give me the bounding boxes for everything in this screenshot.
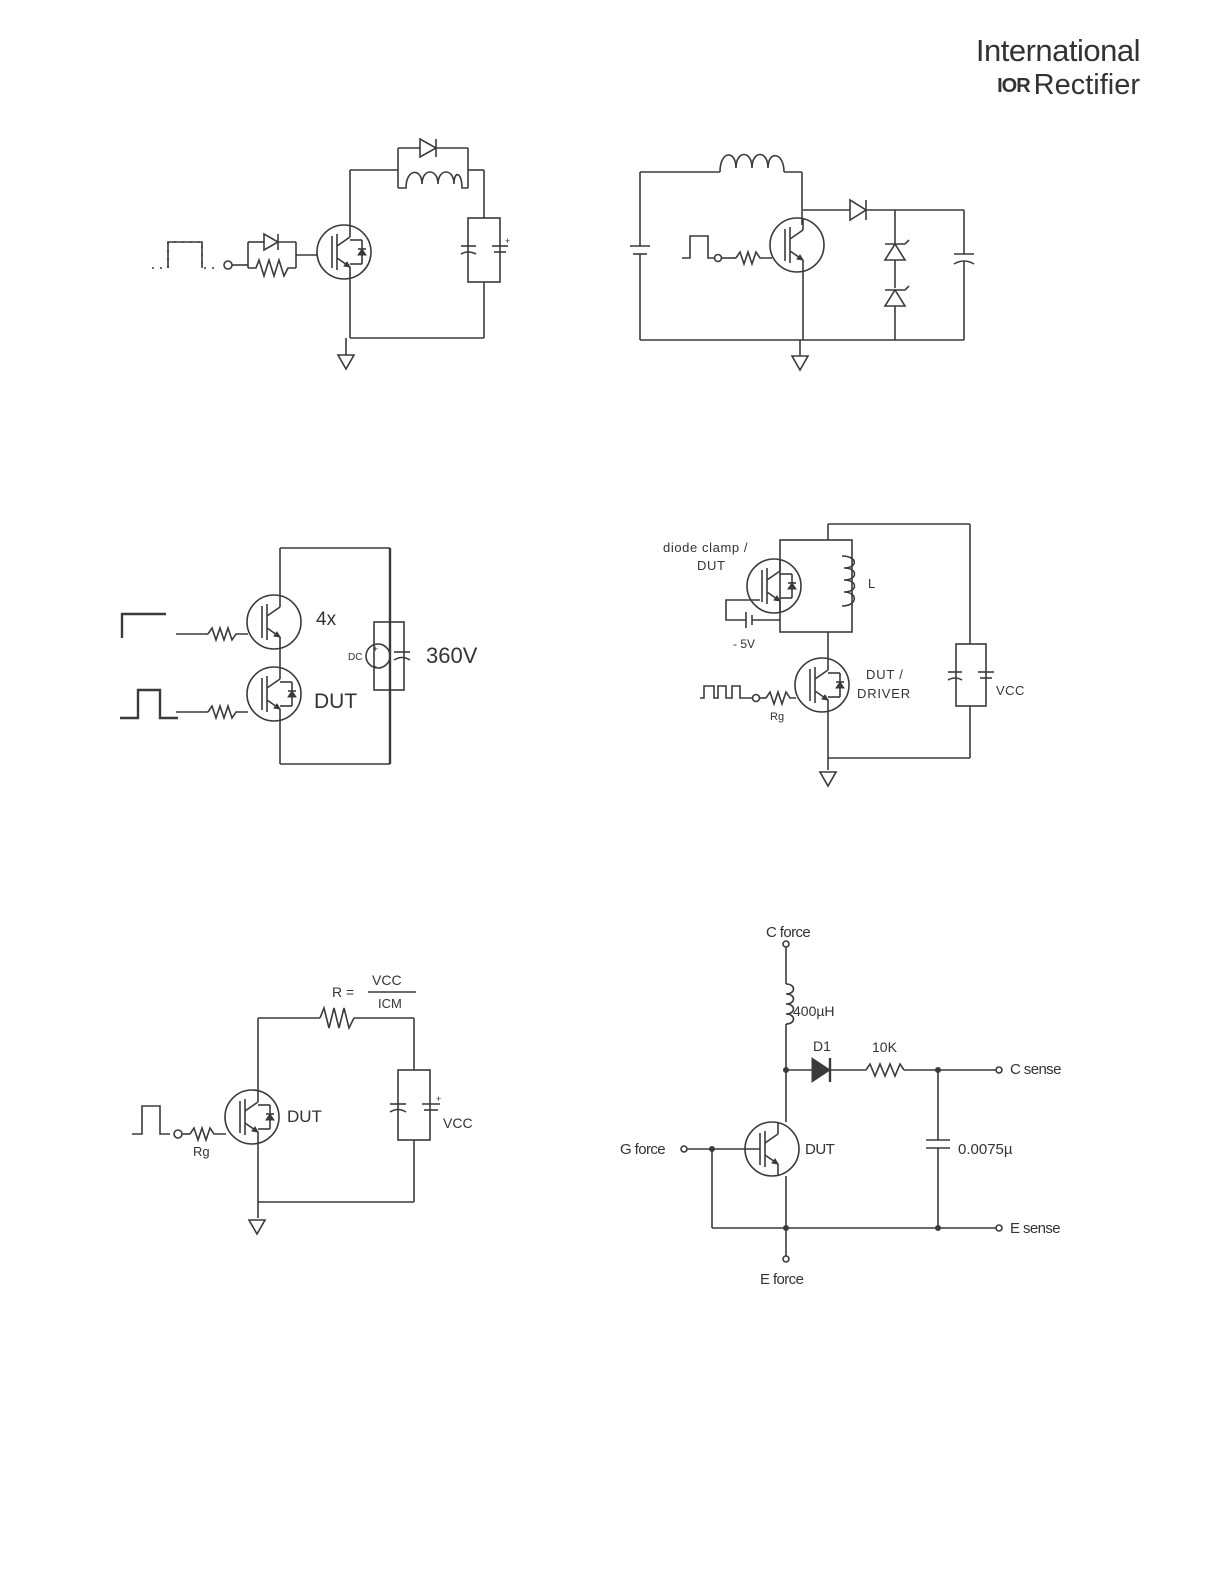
svg-text:+: +: [436, 1094, 441, 1104]
logo-line-2-text: Rectifier: [1033, 69, 1140, 101]
label-10k: 10K: [872, 1039, 898, 1055]
svg-text:-: -: [374, 661, 377, 671]
schematic-resistive-load: R = VCC ICM + VCC DUT Rg: [132, 972, 473, 1235]
label-e-sense: E sense: [1010, 1220, 1060, 1237]
logo-mark: IOR: [997, 75, 1031, 97]
label-dut-line2: DRIVER: [857, 686, 911, 701]
label-minus-5v: - 5V: [733, 637, 755, 651]
label-r-equals: R =: [332, 984, 354, 1000]
label-dut: DUT: [314, 690, 357, 713]
label-e-force: E force: [760, 1271, 804, 1288]
schematic-rbsoa-test: diode clamp / DUT L - 5V VCC DUT / DRIVE…: [663, 523, 1025, 787]
label-dut-line1: DUT /: [866, 667, 904, 682]
label-inductor: 400µH: [793, 1003, 835, 1019]
label-capacitor: 0.0075µ: [958, 1141, 1013, 1158]
schematic-boost-clamp: [630, 153, 975, 371]
label-4x: 4x: [316, 609, 337, 630]
label-vcc-numerator: VCC: [372, 972, 402, 988]
label-dut: DUT: [805, 1141, 835, 1158]
label-dc: DC: [348, 652, 362, 663]
label-icm-denominator: ICM: [378, 996, 402, 1011]
label-rg: Rg: [193, 1144, 210, 1159]
label-rg: Rg: [770, 711, 784, 723]
svg-text:+: +: [505, 236, 510, 246]
schematic-kelvin-test: C force 400µH D1 10K C sense 0.0075µ DUT…: [620, 924, 1062, 1288]
label-g-force: G force: [620, 1141, 665, 1158]
label-vcc: VCC: [443, 1115, 473, 1131]
label-dut: DUT: [287, 1107, 322, 1126]
label-360v: 360V: [426, 643, 478, 668]
label-l: L: [868, 576, 875, 591]
label-d1: D1: [813, 1038, 831, 1054]
schematic-clamped-inductive: +: [152, 137, 510, 370]
label-c-sense: C sense: [1010, 1061, 1061, 1078]
label-clamp-line1: diode clamp /: [663, 540, 748, 555]
label-c-force: C force: [766, 924, 810, 941]
logo-line-1: International: [975, 33, 1141, 68]
schematic-short-circuit: + - DC 4x 360V DUT: [120, 547, 478, 765]
svg-text:+: +: [373, 644, 378, 654]
label-clamp-line2: DUT: [697, 558, 726, 573]
label-vcc: VCC: [996, 683, 1025, 698]
